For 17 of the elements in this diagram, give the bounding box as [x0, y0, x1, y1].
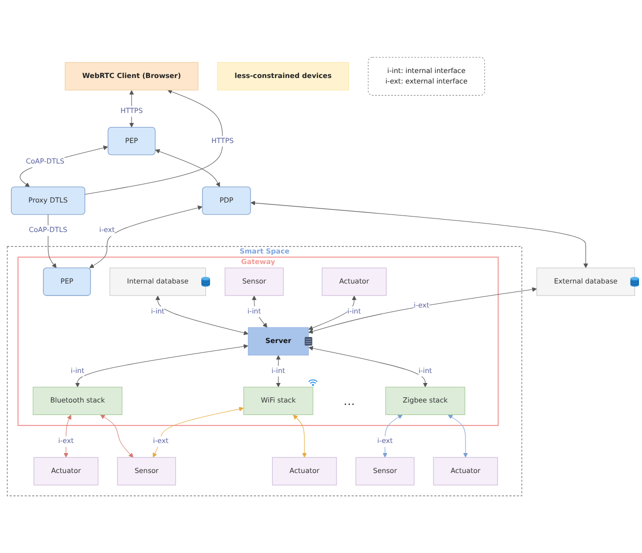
arrow [308, 296, 357, 330]
arrow [155, 149, 220, 188]
arrow [75, 344, 248, 388]
arrow [276, 355, 281, 388]
ellipsis-text: ... [344, 394, 355, 408]
arrow [84, 89, 223, 195]
arrow [89, 205, 202, 268]
arrow [155, 296, 248, 336]
arrow [308, 287, 537, 334]
arrow [100, 414, 134, 458]
arrow [448, 414, 468, 458]
arrow [250, 200, 588, 268]
arrow [382, 414, 403, 458]
arrow [152, 406, 244, 458]
arrow [252, 296, 268, 328]
arrow [308, 346, 428, 388]
arrow [292, 414, 307, 458]
